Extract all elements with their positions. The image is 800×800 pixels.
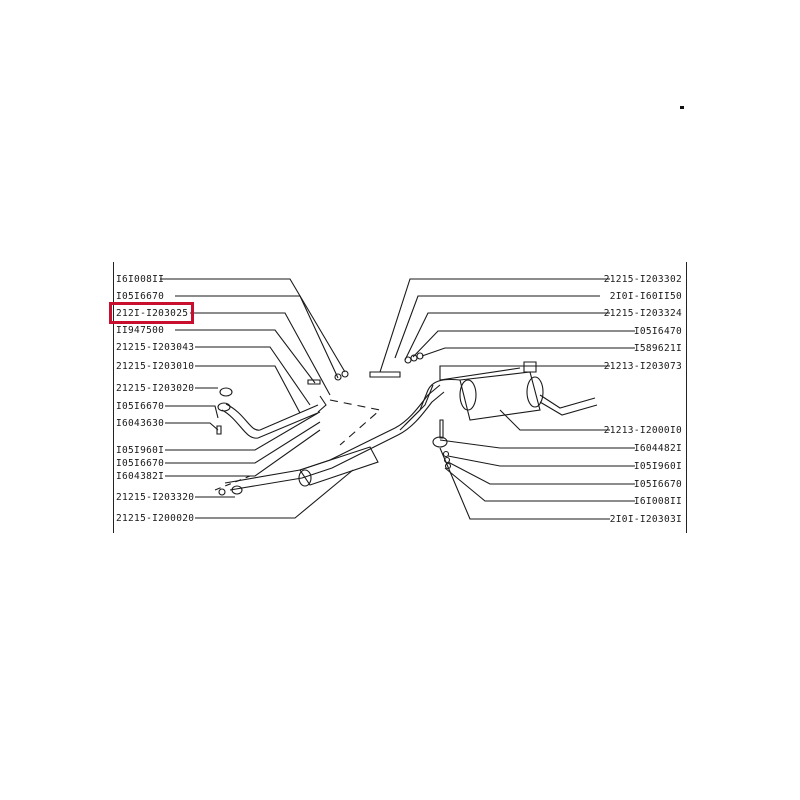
part-label[interactable]: I6I008II: [633, 496, 682, 507]
part-label[interactable]: 2I0I-I20303I: [609, 514, 682, 525]
part-label[interactable]: I604382I: [116, 471, 165, 482]
part-label[interactable]: I05I960I: [116, 445, 165, 456]
part-label[interactable]: I6I008II: [116, 274, 165, 285]
part-label[interactable]: 21215-I203324: [603, 308, 682, 319]
part-label[interactable]: 21215-I203043: [116, 342, 195, 353]
part-label[interactable]: I6043630: [116, 418, 165, 429]
part-label[interactable]: I05I6670: [116, 401, 165, 412]
stray-mark: [680, 106, 684, 109]
part-label[interactable]: I05I6670: [116, 458, 165, 469]
diagram-frame: [113, 262, 687, 533]
part-label[interactable]: 21215-I203010: [116, 361, 195, 372]
part-label[interactable]: I05I6670: [116, 291, 165, 302]
part-label[interactable]: 21215-I203320: [116, 492, 195, 503]
part-label[interactable]: 21213-I203073: [603, 361, 682, 372]
part-label[interactable]: 21215-I200020: [116, 513, 195, 524]
part-label[interactable]: 21215-I203302: [603, 274, 682, 285]
part-label[interactable]: I05I960I: [633, 461, 682, 472]
part-label[interactable]: 21215-I203020: [116, 383, 195, 394]
part-label[interactable]: I05I6470: [633, 326, 682, 337]
part-label-highlighted[interactable]: 212I-I203025: [116, 308, 189, 319]
highlight-box: [109, 302, 194, 324]
part-label[interactable]: I604482I: [633, 443, 682, 454]
part-label[interactable]: I589621I: [633, 343, 682, 354]
part-label[interactable]: II947500: [116, 325, 165, 336]
part-label[interactable]: I05I6670: [633, 479, 682, 490]
part-label[interactable]: 21213-I2000I0: [603, 425, 682, 436]
part-label[interactable]: 2I0I-I60II50: [609, 291, 682, 302]
